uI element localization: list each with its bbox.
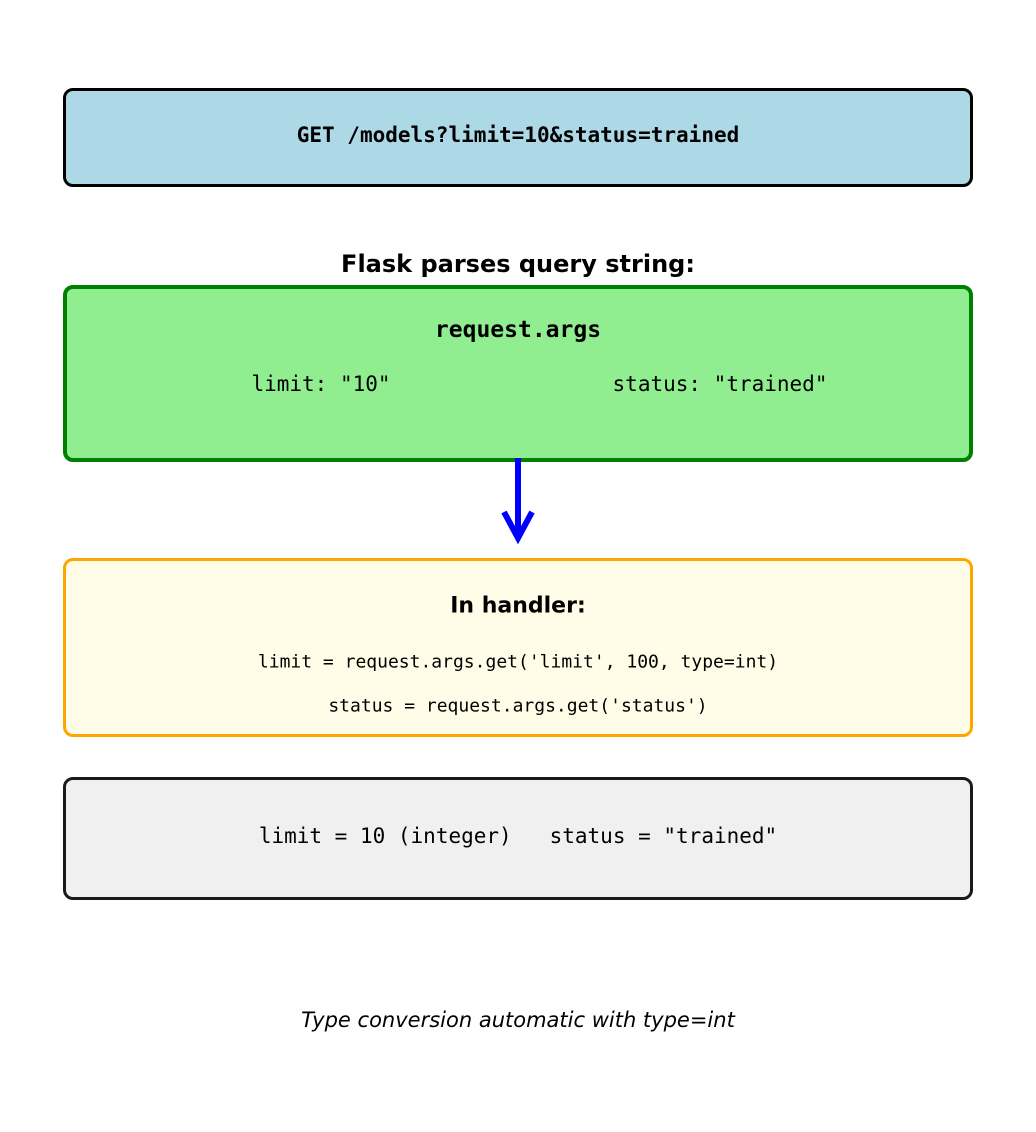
arg-entry-status: status: "trained" (612, 372, 828, 396)
request-args-box: request.args limit: "10" status: "traine… (63, 285, 973, 462)
handler-box: In handler: limit = request.args.get('li… (63, 558, 973, 737)
request-args-title: request.args (434, 317, 602, 343)
down-arrow-icon (501, 458, 535, 545)
handler-title: In handler: (450, 593, 586, 619)
handler-code-status: status = request.args.get('status') (328, 695, 708, 717)
result-label: limit = 10 (integer) status = "trained" (258, 824, 778, 848)
http-request-box: GET /models?limit=10&status=trained (63, 88, 973, 187)
caption: Type conversion automatic with type=int (301, 1008, 735, 1032)
arg-entry-limit: limit: "10" (251, 372, 391, 396)
handler-code-limit: limit = request.args.get('limit', 100, t… (257, 651, 779, 673)
http-request-label: GET /models?limit=10&status=trained (296, 123, 740, 147)
parse-heading: Flask parses query string: (341, 250, 695, 278)
result-box: limit = 10 (integer) status = "trained" (63, 777, 973, 900)
